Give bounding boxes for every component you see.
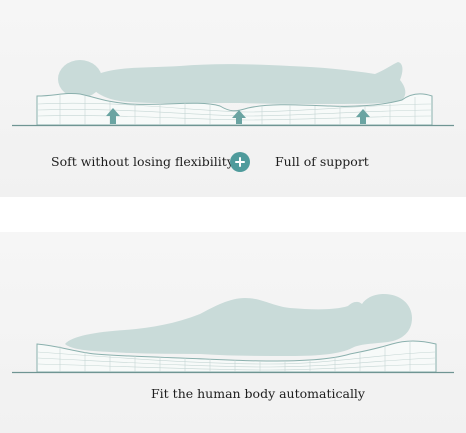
mattress-support-illustration: [12, 60, 454, 127]
mattress-side-sleeping-illustration: [12, 294, 454, 374]
body-silhouette: [65, 294, 412, 356]
body-silhouette: [58, 60, 406, 104]
mattress: [36, 340, 437, 373]
caption-soft: Soft without losing flexibility: [51, 154, 234, 169]
benefit-row: Soft without losing flexibility Full of …: [0, 150, 466, 174]
plus-circle-icon: [230, 152, 250, 172]
mattress: [36, 92, 433, 126]
fit-row: Fit the human body automatically: [0, 382, 466, 406]
support-arrow-icon: [232, 110, 246, 124]
support-arrow-icon: [356, 109, 370, 124]
top-panel: Soft without losing flexibility Full of …: [0, 0, 466, 197]
caption-fit: Fit the human body automatically: [151, 386, 365, 401]
bottom-panel: Fit the human body automatically: [0, 232, 466, 433]
support-arrow-icon: [106, 108, 120, 124]
caption-support: Full of support: [275, 154, 369, 169]
